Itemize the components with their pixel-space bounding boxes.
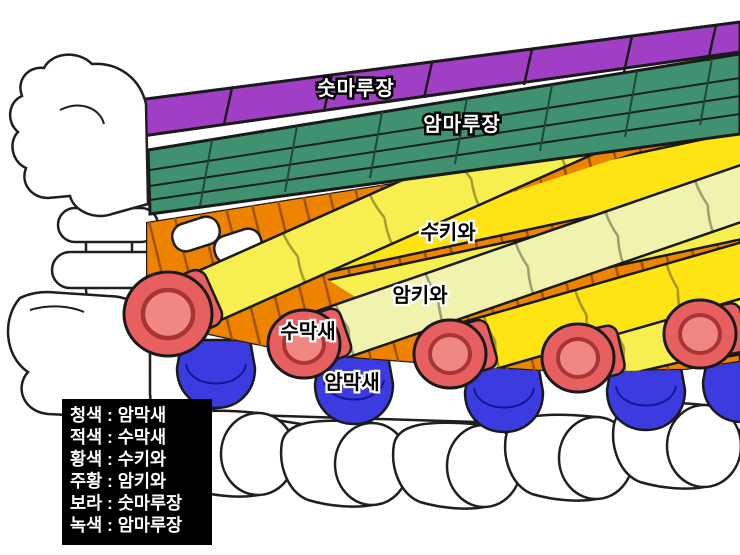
ammarujang-band <box>146 52 740 216</box>
sumaksae-cap <box>266 307 353 380</box>
ridge-end-ornament <box>9 53 150 218</box>
sumaksae-cap <box>122 268 224 358</box>
ammaksae-cap <box>605 360 687 432</box>
legend-box <box>62 399 212 545</box>
rafter-end <box>665 403 740 489</box>
label-sumaksae: 수막새 <box>280 320 335 343</box>
legend-item-yellow: 황색 : 수키와 <box>70 449 166 469</box>
ornament-detail-line <box>59 104 105 125</box>
ammaksae-cap <box>175 338 257 410</box>
sumaksae-cap <box>540 322 626 394</box>
legend-item-blue: 청색 : 암막새 <box>70 405 166 425</box>
legend-item-green: 녹색 : 암마루장 <box>70 515 182 535</box>
ammarujang-joints <box>199 58 713 207</box>
label-sukiwa: 수키와 <box>420 221 476 244</box>
ammaksae-cap <box>701 352 740 424</box>
label-amkiwa: 암키와 <box>392 284 448 307</box>
label-ammarujang: 암마루장 <box>423 113 501 136</box>
bare-tile-end <box>170 215 222 253</box>
sumaksae-cap <box>412 318 499 390</box>
legend-item-purple: 보라 : 숫마루장 <box>70 493 182 513</box>
label-sutmarujang: 숫마루장 <box>317 77 395 100</box>
label-ammaksae: 암막새 <box>324 371 379 394</box>
legend-item-red: 적색 : 수막새 <box>70 427 166 447</box>
ammaksae-cap <box>463 362 545 434</box>
ammaksae-cap <box>313 354 395 426</box>
sutmarujang-joints <box>222 24 718 125</box>
legend-item-orange: 주황 : 암키와 <box>70 471 166 491</box>
ammaksae-row <box>175 338 740 434</box>
bracket-detail-line <box>29 305 85 313</box>
sumaksae-row <box>122 268 740 394</box>
legend: 청색 : 암막새 적색 : 수막새 황색 : 수키와 주황 : 암키와 보라 :… <box>62 399 212 545</box>
sumaksae-cap <box>662 298 740 370</box>
